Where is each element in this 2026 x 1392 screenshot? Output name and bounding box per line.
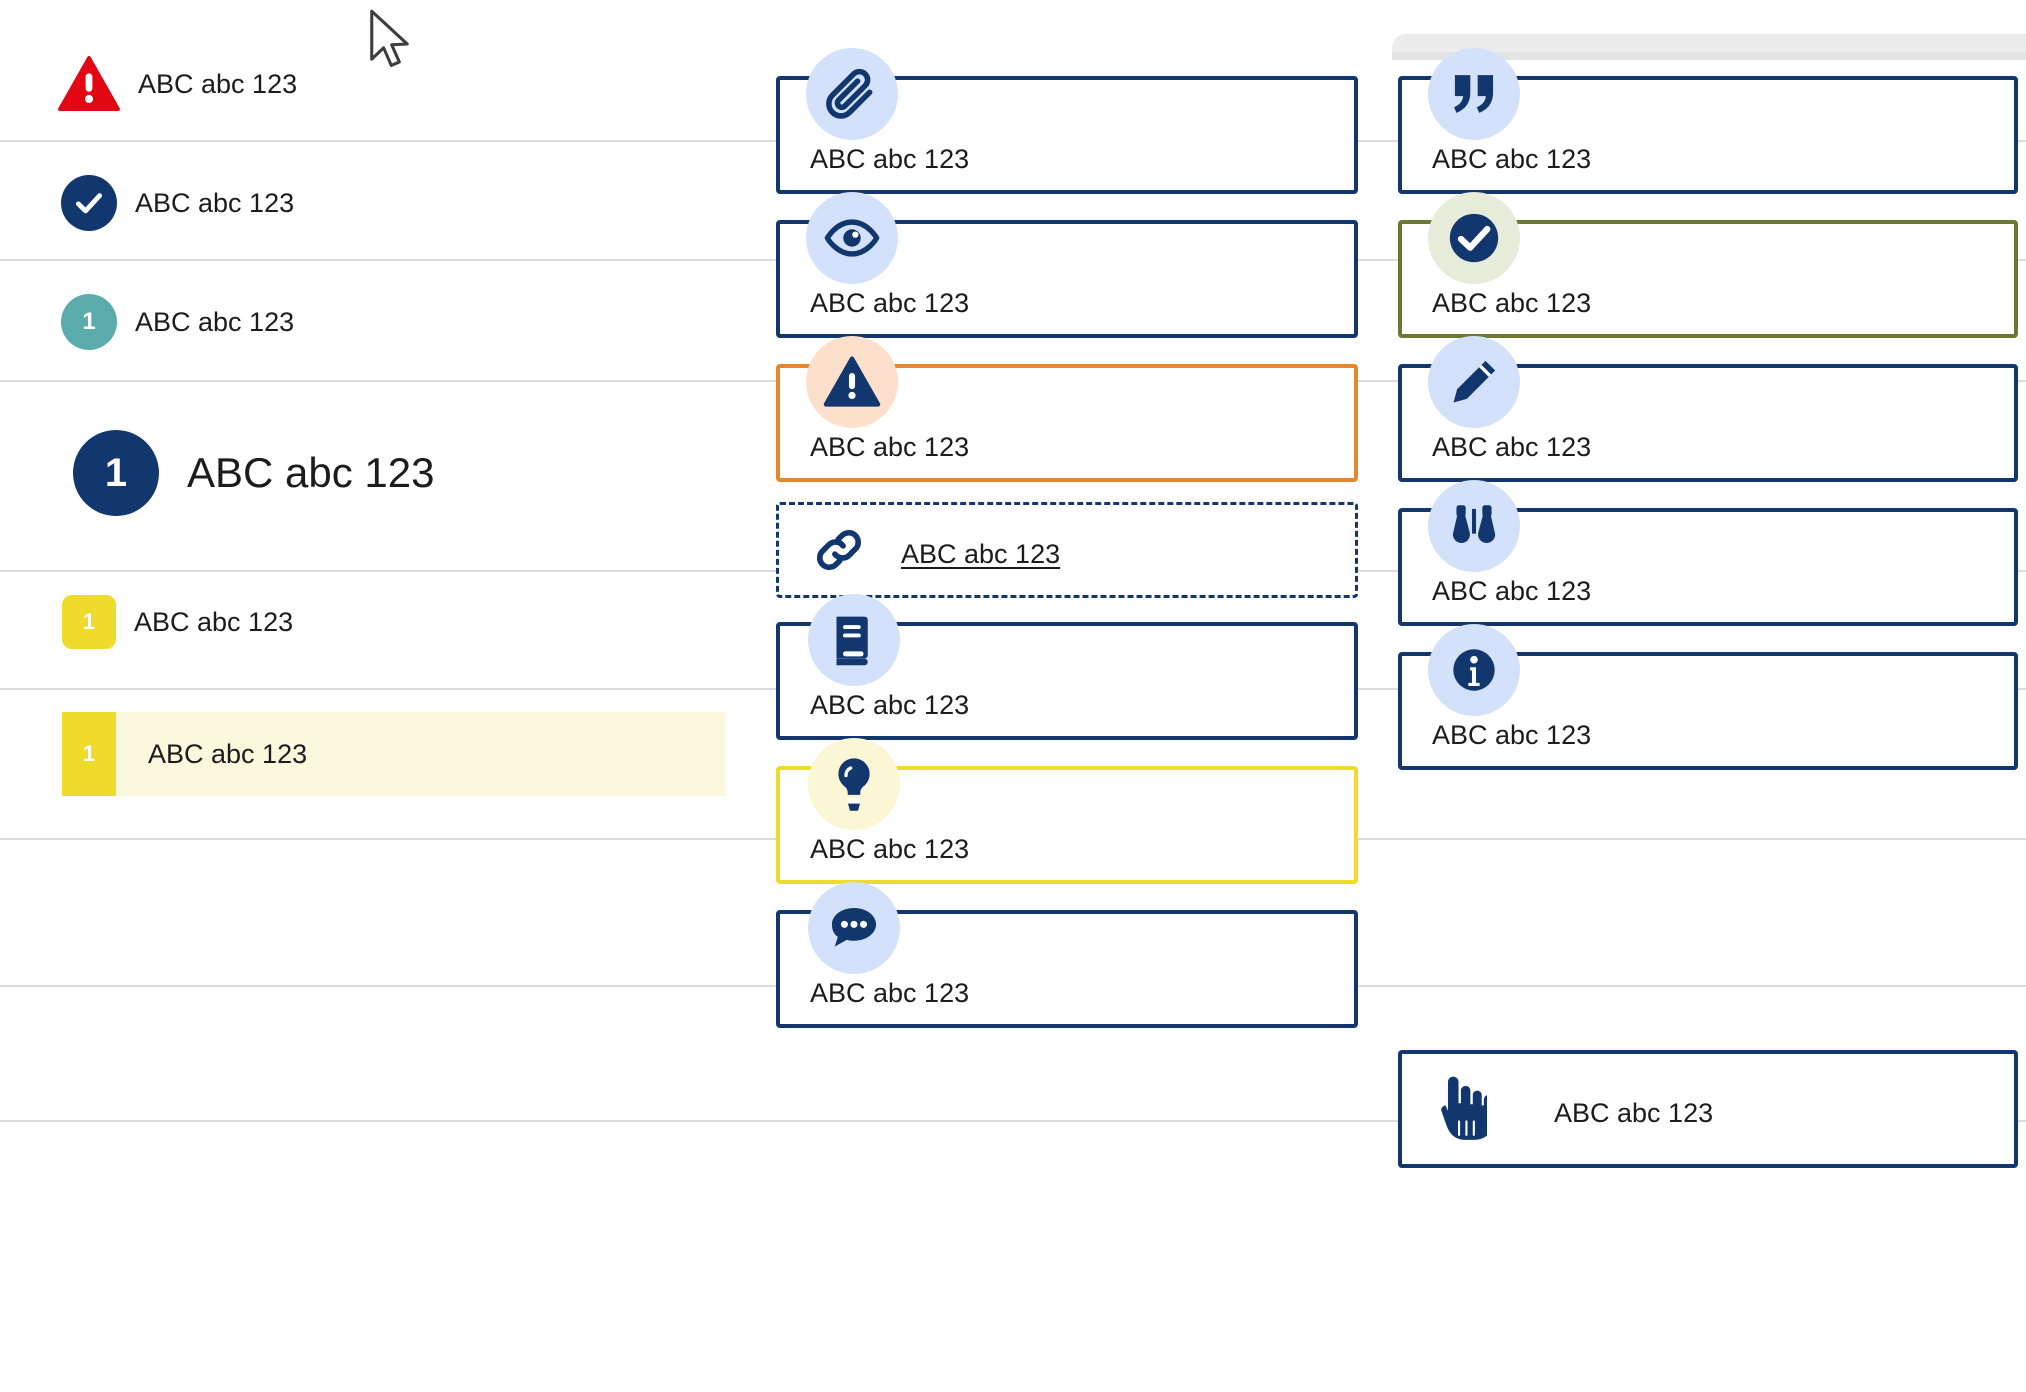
step-number: 1 (82, 609, 96, 634)
step-number: 1 (82, 741, 96, 766)
card-label: ABC abc 123 (901, 539, 1061, 569)
mouse-cursor-icon (366, 8, 412, 75)
step-number-badge-square: 1 (62, 595, 116, 649)
card-label: ABC abc 123 (810, 288, 970, 318)
paperclip-icon (806, 48, 898, 140)
card-label: ABC abc 123 (1554, 1098, 1714, 1128)
card-label: ABC abc 123 (810, 978, 970, 1008)
list-item-label: ABC abc 123 (187, 449, 435, 496)
list-item-label: ABC abc 123 (134, 606, 294, 637)
list-item-alert[interactable]: ABC abc 123 (0, 55, 760, 113)
chain-link-icon (810, 524, 868, 576)
step-number: 1 (82, 308, 96, 335)
pointing-hand-icon (1428, 1072, 1488, 1144)
card-label: ABC abc 123 (810, 690, 970, 720)
card-action[interactable]: ABC abc 123 (1398, 1050, 2018, 1168)
list-item-step-teal[interactable]: 1 ABC abc 123 (0, 294, 760, 350)
card-label: ABC abc 123 (1432, 720, 1592, 750)
card-edit[interactable]: ABC abc 123 (1398, 364, 2018, 482)
alert-triangle-icon (58, 56, 120, 112)
eye-icon (806, 192, 898, 284)
card-label: ABC abc 123 (1432, 432, 1592, 462)
card-label: ABC abc 123 (810, 834, 970, 864)
card-link[interactable]: ABC abc 123 (776, 502, 1358, 598)
divider-rule (0, 1120, 2026, 1122)
quotation-marks-icon (1428, 48, 1520, 140)
card-quote[interactable]: ABC abc 123 (1398, 76, 2018, 194)
step-number-badge: 1 (61, 294, 117, 350)
card-label: ABC abc 123 (1432, 288, 1592, 318)
list-item-step-yellow[interactable]: 1 ABC abc 123 (0, 595, 760, 649)
card-label: ABC abc 123 (810, 144, 970, 174)
alert-triangle-icon (806, 336, 898, 428)
check-circle-icon (1428, 192, 1520, 284)
card-label: ABC abc 123 (1432, 576, 1592, 606)
step-number: 1 (104, 450, 128, 495)
chat-bubble-icon (808, 882, 900, 974)
step-number-badge-flat: 1 (62, 712, 116, 796)
card-label: ABC abc 123 (810, 432, 970, 462)
list-item-step-yellow-selected[interactable]: 1 ABC abc 123 (62, 712, 725, 796)
book-icon (808, 594, 900, 686)
check-circle-icon (61, 175, 117, 231)
info-circle-icon (1428, 624, 1520, 716)
binoculars-icon (1428, 480, 1520, 572)
step-number-badge-large: 1 (73, 430, 159, 516)
list-item-label: ABC abc 123 (138, 68, 298, 99)
background-panel-shadow (1392, 52, 2026, 60)
card-label: ABC abc 123 (1432, 144, 1592, 174)
left-column: ABC abc 123 ABC abc 123 1 ABC abc 123 1 … (0, 0, 760, 1392)
list-item-label: ABC abc 123 (148, 738, 308, 769)
list-item-label: ABC abc 123 (135, 187, 295, 218)
list-item-success[interactable]: ABC abc 123 (0, 175, 760, 231)
lightbulb-icon (808, 738, 900, 830)
card-reference[interactable]: ABC abc 123 (776, 622, 1358, 740)
list-item-step-primary[interactable]: 1 ABC abc 123 (0, 430, 760, 516)
list-item-label: ABC abc 123 (135, 306, 295, 337)
pencil-icon (1428, 336, 1520, 428)
card-observe[interactable]: ABC abc 123 (1398, 508, 2018, 626)
